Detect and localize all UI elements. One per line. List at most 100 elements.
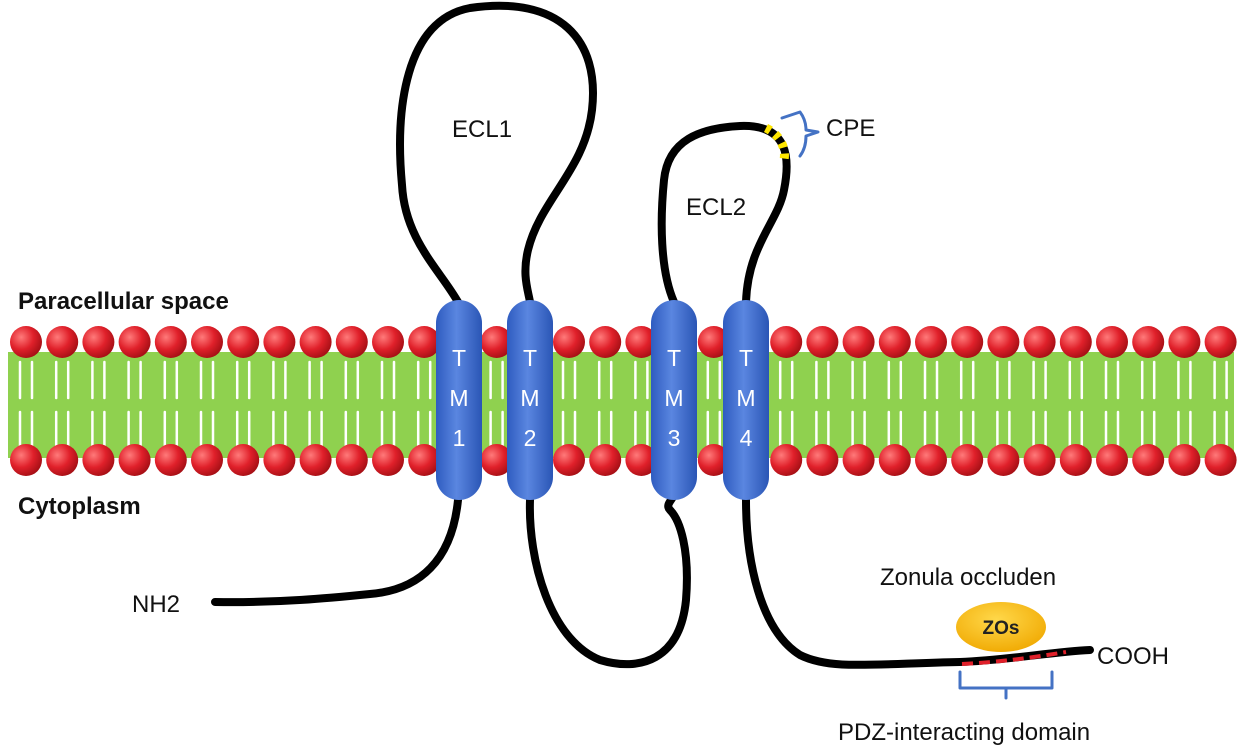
tm1-line2: M [449, 385, 468, 411]
lipid-head [154, 444, 187, 476]
lipid-head [1168, 326, 1201, 358]
lipid-head [951, 444, 984, 476]
lipid-head [408, 326, 441, 358]
lipid-head [697, 326, 730, 358]
lipid-head [335, 444, 368, 476]
cpe-label: CPE [826, 115, 875, 142]
lipid-head [878, 444, 911, 476]
lipid-head [1096, 444, 1128, 476]
lipid-head [480, 444, 513, 476]
lipid-head [553, 326, 585, 358]
tm1-line3: 1 [453, 425, 466, 451]
lipid-head [154, 326, 187, 358]
ecl2-loop [657, 121, 791, 306]
lipid-head [118, 326, 151, 358]
lipid-head [625, 444, 658, 476]
lipid-head [46, 444, 79, 476]
lipid-head [118, 444, 151, 476]
lipid-head [82, 326, 115, 358]
lipid-head [589, 326, 622, 358]
lipid-head [299, 326, 332, 358]
lipid-head [589, 444, 622, 476]
lipid-head [1023, 444, 1056, 476]
cooh-label: COOH [1097, 643, 1169, 670]
lipid-head [10, 326, 42, 358]
lipid-head [625, 326, 658, 358]
tm4-line3: 4 [740, 425, 753, 451]
lipid-head [1023, 326, 1056, 358]
icl-loop [525, 491, 691, 669]
pdz-domain-label: PDZ-interacting domain [838, 719, 1090, 746]
tm2-line2: M [520, 385, 539, 411]
lipid-head [1059, 444, 1092, 476]
ecl1-loop [396, 1, 597, 306]
lipid-head [987, 444, 1020, 476]
lipid-head [227, 444, 260, 476]
lipid-head [10, 444, 42, 476]
pdz-bracket [958, 670, 1054, 700]
protein-chain [211, 1, 1094, 669]
lipid-head [951, 326, 984, 358]
lipid-head [480, 326, 513, 358]
lipid-head [263, 444, 296, 476]
nh2-label: NH2 [132, 591, 180, 618]
tm4-line1: T [739, 345, 753, 371]
tm4-helix[interactable]: T M 4 [723, 300, 769, 500]
lipid-head [770, 326, 803, 358]
tm1-line1: T [452, 345, 466, 371]
lipid-head [299, 444, 332, 476]
lipid-head [842, 444, 875, 476]
lipid-head [770, 444, 803, 476]
lipid-head [1096, 326, 1128, 358]
tm3-line3: 3 [668, 425, 681, 451]
lipid-head [697, 444, 730, 476]
lipid-head [408, 444, 441, 476]
bilayer-tail-band [8, 352, 1234, 458]
tm3-line1: T [667, 345, 681, 371]
lipid-head [1132, 326, 1165, 358]
tm3-line2: M [664, 385, 683, 411]
paracellular-space-label: Paracellular space [18, 288, 229, 315]
cpe-motif-mark [763, 123, 789, 161]
lipid-head [806, 326, 839, 358]
n-terminus-segment [211, 496, 462, 607]
lipid-head [806, 444, 839, 476]
lipid-head [1204, 444, 1237, 476]
ecl2-label: ECL2 [686, 194, 746, 221]
lipid-head [1132, 444, 1165, 476]
tm2-line1: T [523, 345, 537, 371]
lipid-head [553, 444, 585, 476]
pdz-motif-mark [961, 650, 1067, 666]
lipid-head [1059, 326, 1092, 358]
lipid-head [335, 326, 368, 358]
lipid-head [372, 326, 404, 358]
lipid-head [915, 444, 947, 476]
tm3-helix[interactable]: T M 3 [651, 300, 697, 500]
lipid-head [82, 444, 115, 476]
lipid-heads-outer [10, 326, 1237, 358]
zos-protein[interactable]: ZOs [956, 602, 1046, 652]
lipid-head [987, 326, 1020, 358]
lipid-head [372, 444, 404, 476]
ecl1-label: ECL1 [452, 116, 512, 143]
lipid-head [227, 326, 260, 358]
lipid-head [191, 326, 223, 358]
lipid-head [1168, 444, 1201, 476]
lipid-head [191, 444, 223, 476]
cytoplasm-label: Cytoplasm [18, 493, 141, 520]
tm1-helix[interactable]: T M 1 [436, 300, 482, 500]
lipid-head [46, 326, 79, 358]
zonula-occluden-label: Zonula occluden [880, 564, 1056, 591]
tm2-helix[interactable]: T M 2 [507, 300, 553, 500]
tm4-line2: M [736, 385, 755, 411]
lipid-bilayer [8, 326, 1237, 476]
lipid-head [842, 326, 875, 358]
tm-helices: T M 1 T M 2 T M 3 T M 4 [436, 300, 769, 500]
cpe-bracket [780, 110, 820, 158]
lipid-head [878, 326, 911, 358]
lipid-head [263, 326, 296, 358]
lipid-head [1204, 326, 1237, 358]
tm2-line3: 2 [524, 425, 537, 451]
zos-label: ZOs [983, 618, 1020, 639]
